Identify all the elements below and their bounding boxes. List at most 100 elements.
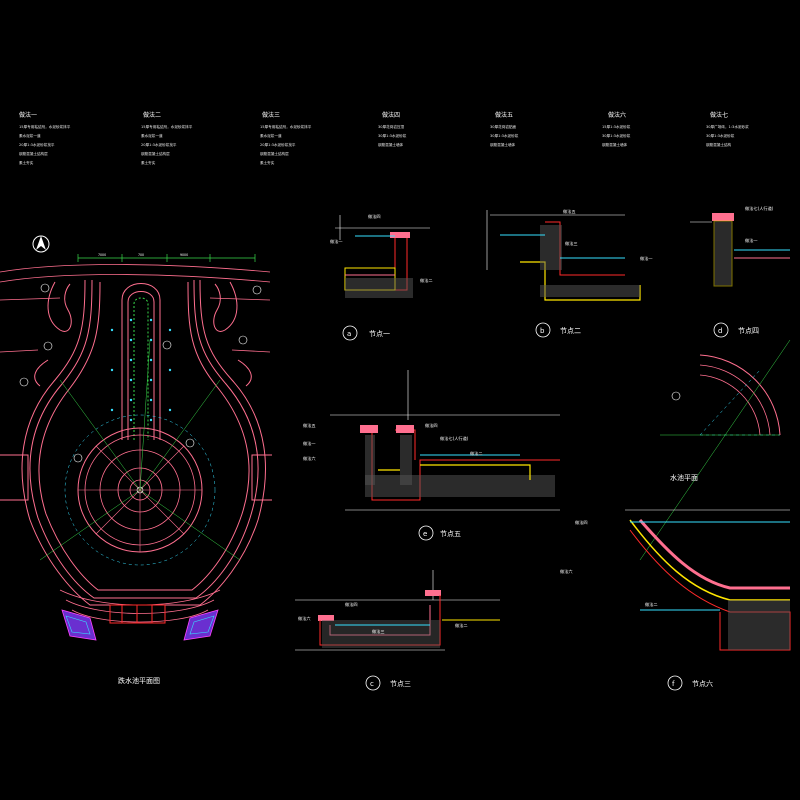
detail-badge	[667, 675, 683, 691]
leader-label: 做法四	[425, 422, 438, 429]
radial-basin	[39, 339, 241, 566]
basin-markers	[19, 283, 262, 494]
leader-label: 做法四	[368, 213, 381, 220]
note-line: 30厚花岗岩压顶	[378, 124, 405, 129]
note-line: 钢筋混凝土结构层	[260, 151, 289, 156]
note-line: 30厚1:3水泥砂浆	[602, 133, 631, 138]
detail-badge	[535, 322, 551, 338]
badge-letter: f	[672, 680, 675, 688]
note-line: 钢筋混凝土墙体	[490, 142, 516, 147]
section-node-6: 做法四 做法六 做法二 f 节点六	[560, 509, 791, 691]
leader-label: 做法七(人行道)	[745, 205, 774, 212]
detail-badge	[342, 325, 358, 341]
node-caption: 节点四	[738, 327, 759, 335]
note-col-7: 做法七 30厚广场砖，1:3水泥砂浆 30厚1:3水泥砂浆 钢筋混凝土结构	[706, 111, 749, 147]
note-line: 素土夯实	[260, 160, 275, 165]
detail-badge	[713, 322, 729, 338]
north-arrow-icon	[32, 235, 50, 253]
leader-label: 做法二	[455, 622, 468, 629]
note-line: 素水泥浆一道	[141, 133, 163, 138]
note-line: 30厚1:3水泥砂浆	[706, 133, 735, 138]
badge-letter: a	[347, 330, 351, 338]
pavement-lines	[0, 264, 271, 353]
note-line: 30厚花岗岩贴面	[490, 124, 517, 129]
leader-label: 做法六	[298, 615, 311, 622]
note-header: 做法六	[608, 111, 626, 119]
channel-nozzles	[110, 318, 172, 422]
node-caption: 节点六	[692, 679, 713, 688]
note-header: 做法四	[382, 111, 400, 119]
leader-label: 做法一	[640, 255, 653, 262]
leader-label: 做法七(人行道)	[440, 435, 469, 442]
leader-label: 做法二	[470, 450, 483, 457]
leader-label: 做法四	[345, 601, 358, 608]
note-line: 钢筋混凝土墙体	[378, 142, 404, 147]
leader-label: 做法一	[330, 238, 343, 245]
note-header: 做法三	[262, 111, 280, 119]
water-plan-arc	[639, 339, 791, 561]
note-line: 素水泥浆一道	[260, 133, 282, 138]
dim-label: 9000	[180, 253, 188, 257]
note-line: 30厚1:3水泥砂浆	[378, 133, 407, 138]
note-line: 15厚1:3水泥砂浆	[602, 124, 631, 129]
leader-label: 做法四	[575, 519, 588, 526]
leader-label: 做法三	[372, 628, 385, 635]
central-channel	[121, 283, 161, 440]
leader-label: 做法一	[745, 237, 758, 244]
leader-label: 做法五	[303, 422, 316, 429]
pool-outline	[0, 279, 272, 606]
node-caption: 节点三	[390, 680, 411, 688]
badge-letter: e	[423, 530, 427, 538]
note-col-1: 做法一 15厚专用粘结剂，水泥砂浆抹平 素水泥浆一道 20厚1:3水泥砂浆找平 …	[19, 111, 71, 165]
note-line: 钢筋混凝土结构层	[141, 151, 170, 156]
note-line: 15厚专用粘结剂，水泥砂浆抹平	[141, 124, 193, 129]
note-col-6: 做法六 15厚1:3水泥砂浆 30厚1:3水泥砂浆 钢筋混凝土墙体	[602, 111, 631, 147]
note-col-4: 做法四 30厚花岗岩压顶 30厚1:3水泥砂浆 钢筋混凝土墙体	[378, 111, 407, 147]
note-line: 20厚1:3水泥砂浆找平	[141, 142, 177, 147]
dim-label: 700	[138, 253, 144, 257]
leader-label: 做法五	[563, 208, 576, 215]
note-line: 钢筋混凝土结构	[706, 142, 732, 147]
note-header: 做法五	[495, 111, 513, 119]
section-node-4: 做法七(人行道) 做法一 d 节点四	[690, 205, 790, 338]
badge-letter: b	[540, 327, 545, 335]
leader-label: 做法一	[303, 440, 316, 447]
note-col-3: 做法三 15厚专用粘结剂，水泥砂浆抹平 素水泥浆一道 20厚1:3水泥砂浆找平 …	[260, 111, 312, 165]
note-col-2: 做法二 15厚专用粘结剂，水泥砂浆抹平 素水泥浆一道 20厚1:3水泥砂浆找平 …	[141, 111, 193, 165]
node-caption: 节点二	[560, 327, 581, 335]
note-line: 20厚1:3水泥砂浆找平	[260, 142, 296, 147]
section-node-2: 做法五 做法三 做法一 b 节点二	[486, 208, 653, 338]
plan-caption: 跌水池平面图	[118, 676, 160, 685]
note-header: 做法一	[19, 111, 37, 119]
note-line: 15厚专用粘结剂，水泥砂浆抹平	[260, 124, 312, 129]
leader-label: 做法六	[560, 568, 573, 575]
section-node-5: 做法四 做法五 做法一 做法六 做法七(人行道) 做法二 e 节点五	[303, 370, 560, 541]
leader-label: 做法二	[420, 277, 433, 284]
planter-right	[183, 609, 219, 641]
planter-left	[61, 609, 97, 641]
section-node-3: 做法四 做法六 做法三 做法二 c 节点三	[295, 570, 500, 691]
note-line: 15厚专用粘结剂，水泥砂浆抹平	[19, 124, 71, 129]
water-plan-caption: 水池平面	[670, 473, 698, 482]
note-line: 钢筋混凝土墙体	[602, 142, 628, 147]
note-line: 钢筋混凝土结构层	[19, 151, 48, 156]
node-caption: 节点一	[369, 330, 390, 338]
note-line: 素土夯实	[19, 160, 34, 165]
fountain-plan: 700 7000 9000	[0, 235, 272, 685]
note-line: 素土夯实	[141, 160, 156, 165]
note-header: 做法二	[143, 111, 161, 119]
construction-notes: 做法一 15厚专用粘结剂，水泥砂浆抹平 素水泥浆一道 20厚1:3水泥砂浆找平 …	[19, 111, 749, 165]
badge-letter: d	[718, 327, 722, 335]
detail-badge	[365, 675, 381, 691]
dim-label: 7000	[98, 253, 106, 257]
leader-label: 做法二	[645, 601, 658, 608]
note-line: 30厚1:3水泥砂浆	[490, 133, 519, 138]
section-node-1: 做法四 做法一 做法二 a 节点一	[330, 213, 433, 341]
note-col-5: 做法五 30厚花岗岩贴面 30厚1:3水泥砂浆 钢筋混凝土墙体	[490, 111, 519, 147]
note-header: 做法七	[710, 111, 728, 119]
leader-label: 做法六	[303, 455, 316, 462]
node-caption: 节点五	[440, 530, 461, 538]
plan-top-dims	[77, 254, 256, 262]
leader-label: 做法三	[565, 240, 578, 247]
